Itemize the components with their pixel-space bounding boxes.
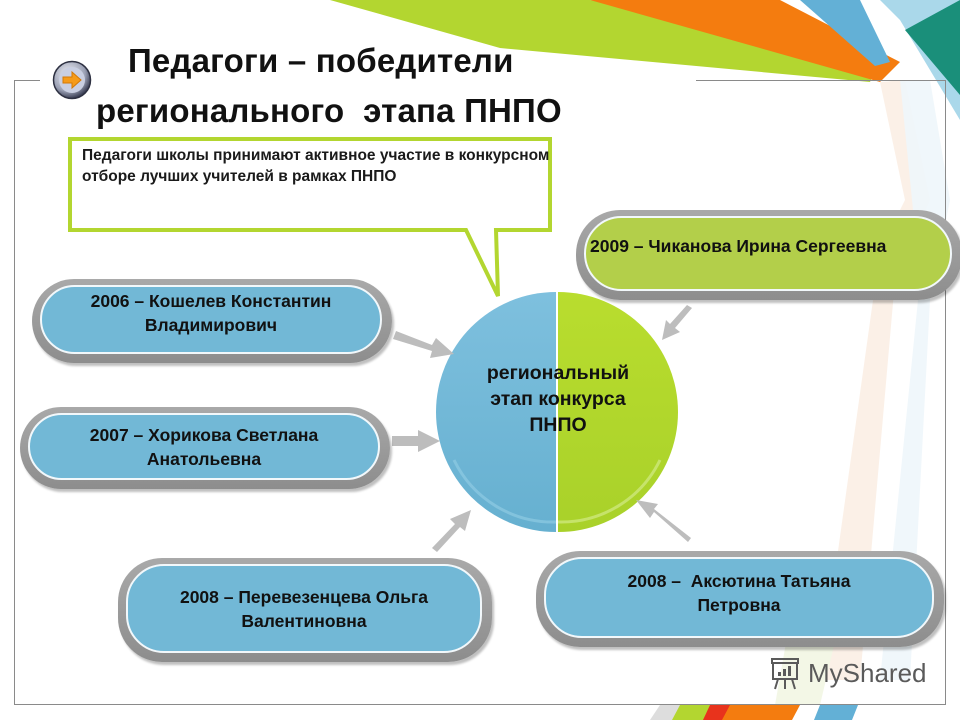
winner-2007-pill: 2007 – Хорикова Светлана Анатольевна — [20, 407, 390, 489]
center-label-line3: ПНПО — [529, 414, 587, 436]
callout-box — [68, 137, 552, 297]
frame-bottom — [14, 704, 946, 705]
winner-2007-text: 2007 – Хорикова Светлана Анатольевна — [28, 413, 380, 480]
winner-2008-aksyutina-text: 2008 – Аксютина Татьяна Петровна — [544, 557, 934, 638]
myshared-logo: MyShared — [768, 655, 927, 691]
winner-2008-aksyutina-pill: 2008 – Аксютина Татьяна Петровна — [536, 551, 944, 647]
winner-2008-aksyutina-line2: Петровна — [697, 595, 781, 615]
winner-2008-aksyutina-line1: 2008 – Аксютина Татьяна — [627, 571, 851, 591]
winner-2008-perevezentseva-line2: Валентиновна — [241, 610, 367, 631]
winner-2006-line2: Владимирович — [144, 315, 278, 335]
winner-2008-perevezentseva-pill: 2008 – Перевезенцева Ольга Валентиновна — [118, 558, 492, 662]
frame-top-left — [14, 80, 40, 81]
center-label: региональный этап конкурса ПНПО — [440, 360, 676, 438]
center-label-line2: этап конкурса — [490, 388, 626, 410]
winner-2009-text: 2009 – Чиканова Ирина Сергеевна — [584, 216, 952, 291]
presentation-board-icon — [771, 658, 799, 690]
frame-right — [945, 80, 946, 705]
watermark-text: MyShared — [808, 657, 927, 688]
winner-2006-text: 2006 – Кошелев Константин Владимирович — [40, 285, 382, 354]
frame-left — [14, 80, 15, 705]
center-label-line1: региональный — [486, 362, 630, 384]
winner-2008-perevezentseva-line1: 2008 – Перевезенцева Ольга — [179, 586, 429, 607]
slide-title-line2: регионального этапа ПНПО — [96, 92, 562, 129]
winner-2009-line1: 2009 – Чиканова Ирина Сергеевна — [590, 236, 887, 256]
winner-2007-line2: Анатольевна — [146, 448, 262, 469]
center-circle — [436, 292, 678, 532]
slide-title-line1: Педагоги – победители — [128, 42, 514, 79]
winner-2007-line1: 2007 – Хорикова Светлана — [89, 424, 319, 445]
winner-2009-pill: 2009 – Чиканова Ирина Сергеевна — [576, 210, 960, 300]
arrow-right-circle-icon[interactable] — [52, 60, 92, 100]
winner-2008-perevezentseva-text: 2008 – Перевезенцева Ольга Валентиновна — [126, 564, 482, 653]
callout-text: Педагоги школы принимают активное участи… — [82, 147, 550, 185]
winner-2006-pill: 2006 – Кошелев Константин Владимирович — [32, 279, 392, 363]
winner-2006-line1: 2006 – Кошелев Константин — [90, 291, 332, 311]
frame-top-right — [696, 80, 946, 81]
